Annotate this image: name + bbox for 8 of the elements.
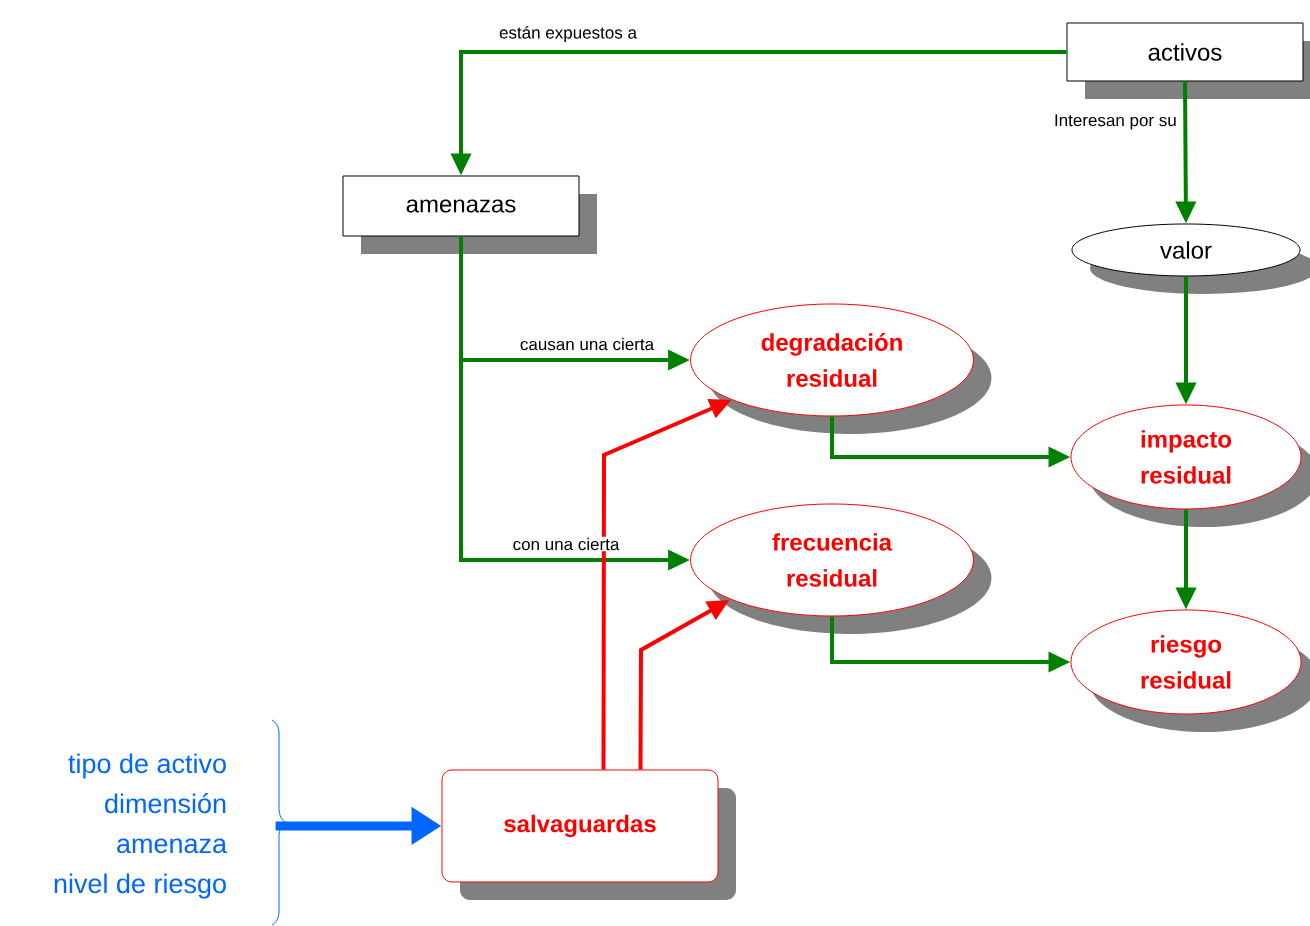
edge-label: Interesan por su xyxy=(1052,113,1178,131)
safeguard-box: salvaguardas xyxy=(441,769,736,900)
edge-label: causan una cierta xyxy=(518,336,656,352)
concept-box: activos xyxy=(1066,22,1310,99)
edge-label: con una cierta xyxy=(511,536,621,552)
concept-box: amenazas xyxy=(342,175,597,254)
edge-label: están expuestos a xyxy=(498,24,638,43)
factor-list: tipo de activo dimensión amenaza nivel de riesgo xyxy=(54,753,228,899)
